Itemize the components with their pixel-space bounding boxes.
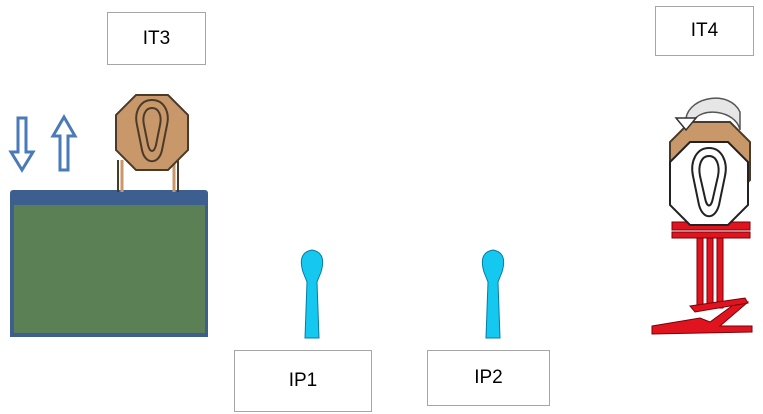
label-ip1: IP1	[234, 350, 372, 412]
target-it4	[651, 121, 753, 335]
post-ip1	[300, 249, 324, 339]
rotate-arrow-icon	[674, 97, 741, 132]
label-ip2: IP2	[427, 350, 550, 406]
post-ip2	[481, 249, 505, 339]
target-it3	[115, 94, 189, 192]
label-it3: IT3	[107, 12, 206, 65]
up-arrow-icon	[50, 114, 78, 172]
label-it4: IT4	[655, 6, 754, 56]
green-platform	[10, 190, 208, 337]
down-arrow-icon	[8, 116, 36, 173]
